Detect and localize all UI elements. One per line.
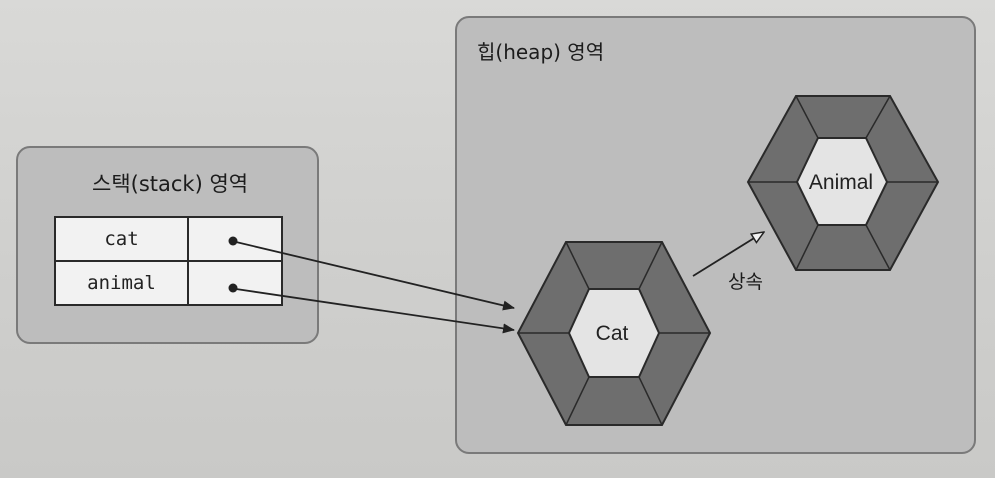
cat-object-hexagon: Cat [516, 241, 712, 426]
reference-dot-cat [228, 236, 238, 246]
reference-cell-animal [187, 260, 283, 306]
stack-area-title: 스택(stack) 영역 [92, 172, 249, 196]
heap-area-title: 힙(heap) 영역 [477, 40, 605, 64]
cat-object-label: Cat [596, 322, 629, 345]
inheritance-label: 상속 [728, 271, 763, 293]
animal-object-hexagon: Animal [746, 95, 940, 271]
reference-arrow-animal [235, 288, 515, 334]
animal-object-label: Animal [809, 171, 873, 194]
reference-dot-animal [228, 283, 238, 293]
inheritance-arrow [692, 232, 764, 277]
stack-row-cat: cat [54, 216, 283, 262]
variable-name-cat: cat [54, 216, 189, 262]
stack-row-animal: animal [54, 260, 283, 306]
reference-cell-cat [187, 216, 283, 262]
reference-arrow-cat [235, 241, 515, 311]
variable-name-animal: animal [54, 260, 189, 306]
